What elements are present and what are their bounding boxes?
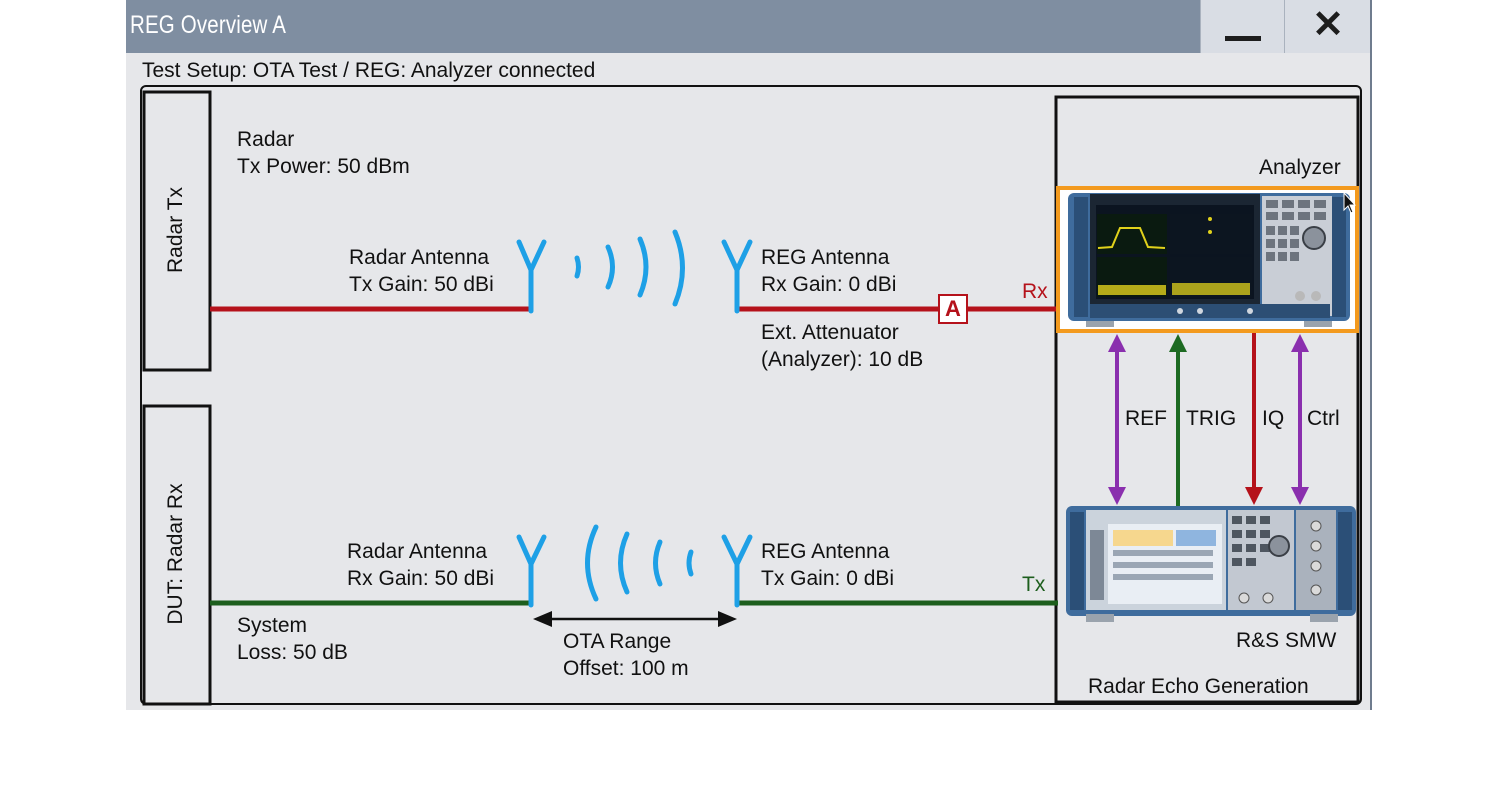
antenna-icon [516, 239, 547, 314]
radar-rx-antenna-info: Radar Antenna Rx Gain: 50 dBi [347, 538, 494, 592]
minimize-icon [1225, 36, 1261, 41]
diagram-panel [140, 85, 1362, 705]
smw-label: R&S SMW [1236, 629, 1337, 652]
antenna-icon [721, 239, 753, 314]
system-loss-info: System Loss: 50 dB [237, 612, 348, 666]
reg-rx-antenna-info: REG Antenna Rx Gain: 0 dBi [761, 244, 896, 298]
ref-connection [1108, 334, 1126, 505]
radar-tx-antenna-info: Radar Antenna Tx Gain: 50 dBi [349, 244, 494, 298]
analyzer-label: Analyzer [1259, 156, 1341, 179]
radar-tx-power: Tx Power: 50 dBm [237, 155, 410, 178]
close-button[interactable]: ✕ [1284, 0, 1370, 53]
minimize-button[interactable] [1200, 0, 1284, 53]
close-icon: ✕ [1312, 4, 1344, 46]
system-label: System [237, 614, 308, 637]
attenuator-label: Ext. Attenuator [761, 321, 899, 344]
window-title: REG Overview A [130, 11, 287, 39]
attenuator-info: Ext. Attenuator (Analyzer): 10 dB [761, 319, 923, 373]
radar-tx-block[interactable] [142, 90, 212, 372]
ota-range-label: OTA Range [563, 630, 672, 653]
test-setup-status: Test Setup: OTA Test / REG: Analyzer con… [142, 59, 596, 82]
signal-wave-icon [585, 524, 694, 602]
dut-block[interactable] [142, 404, 212, 706]
reg-antenna-gain: Rx Gain: 0 dBi [761, 273, 897, 296]
analyzer-device[interactable] [1056, 186, 1359, 333]
radar-info: Radar Tx Power: 50 dBm [237, 126, 410, 180]
system-loss-value: Loss: 50 dB [237, 641, 348, 664]
signal-wave-icon [574, 229, 685, 307]
radar-antenna-gain: Tx Gain: 50 dBi [349, 273, 494, 296]
antenna-icon [721, 534, 753, 608]
radar-antenna-label: Radar Antenna [349, 246, 490, 269]
ota-range-info: OTA Range Offset: 100 m [563, 628, 689, 682]
reg-antenna-label: REG Antenna [761, 246, 890, 269]
iq-connection [1245, 333, 1263, 505]
attenuator-value: (Analyzer): 10 dB [761, 348, 924, 371]
radar-echo-generation-label: Radar Echo Generation [1088, 675, 1309, 698]
rx-port-label: Rx [1022, 280, 1048, 303]
ctrl-connection [1291, 334, 1309, 505]
ref-label: REF [1125, 407, 1167, 430]
radar-antenna-gain: Rx Gain: 50 dBi [347, 567, 495, 590]
radar-antenna-label: Radar Antenna [347, 540, 488, 563]
antenna-icon [516, 534, 547, 608]
reg-overview-window: REG Overview A ✕ Test Setup: OTA Test / … [126, 0, 1372, 710]
ota-range-offset: Offset: 100 m [563, 657, 689, 680]
reg-block [1054, 95, 1360, 704]
ctrl-label: Ctrl [1307, 407, 1340, 430]
iq-label: IQ [1262, 407, 1285, 430]
smw-generator-device[interactable] [1066, 506, 1356, 622]
title-bar: REG Overview A ✕ [126, 0, 1370, 53]
radar-name: Radar [237, 128, 295, 151]
cursor-icon [1343, 191, 1357, 214]
reg-antenna-gain: Tx Gain: 0 dBi [761, 567, 895, 590]
reg-antenna-label: REG Antenna [761, 540, 890, 563]
radar-tx-label: Radar Tx [164, 187, 187, 273]
attenuator-badge[interactable]: A [938, 294, 968, 324]
trig-connection [1169, 334, 1187, 506]
trig-label: TRIG [1186, 407, 1237, 430]
dut-label: DUT: Radar Rx [164, 483, 187, 625]
reg-tx-antenna-info: REG Antenna Tx Gain: 0 dBi [761, 538, 894, 592]
tx-port-label: Tx [1022, 573, 1046, 596]
ota-range-arrow [533, 611, 737, 627]
